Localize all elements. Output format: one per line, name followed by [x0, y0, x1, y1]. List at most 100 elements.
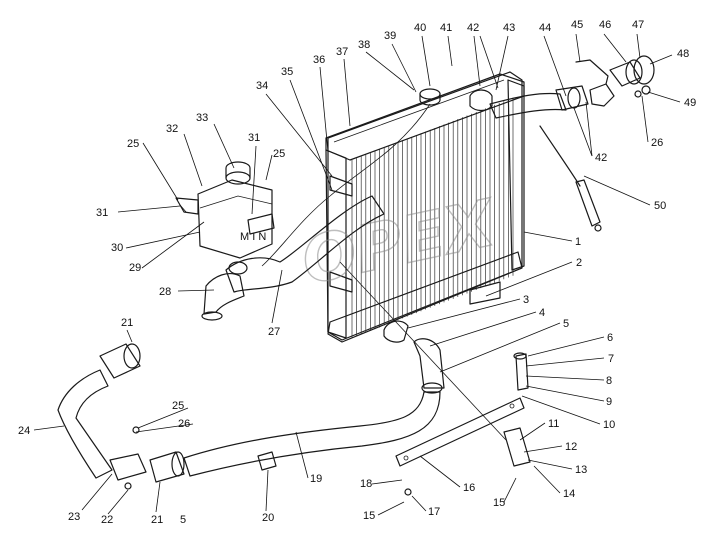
callout-36: 36 [313, 54, 325, 66]
callout-46: 46 [599, 19, 611, 31]
leader-line [419, 455, 461, 488]
callout-12: 12 [565, 441, 577, 453]
callout-4: 4 [539, 307, 545, 319]
leader-line [439, 322, 561, 373]
leader-line [81, 473, 113, 511]
leader-line [295, 431, 309, 479]
callout-38: 38 [358, 39, 370, 51]
leader-line [117, 205, 181, 213]
leader-line [407, 298, 521, 329]
callout-7: 7 [608, 353, 614, 365]
callout-15: 15 [493, 497, 505, 509]
leader-line [533, 465, 561, 494]
callout-45: 45 [571, 19, 583, 31]
leader-line [421, 35, 431, 87]
leader-line [525, 357, 605, 367]
callout-18: 18 [360, 478, 372, 490]
leader-line [479, 35, 499, 89]
callout-25: 25 [273, 148, 285, 160]
callout-15: 15 [363, 510, 375, 522]
callout-33: 33 [196, 112, 208, 124]
leader-line [649, 54, 673, 65]
callout-26: 26 [651, 137, 663, 149]
callout-11: 11 [548, 418, 559, 430]
leader-line [177, 289, 215, 292]
callout-30: 30 [111, 242, 123, 254]
leader-line [155, 481, 161, 513]
callout-28: 28 [159, 286, 171, 298]
leader-line [485, 261, 573, 297]
drain-cable [539, 125, 602, 232]
leader-line [135, 423, 194, 433]
leader-line [525, 375, 605, 381]
lower-bracket-and-valve [124, 261, 531, 496]
radiator-assembly [325, 71, 525, 343]
callout-8: 8 [606, 375, 612, 387]
callout-41: 41 [440, 22, 452, 34]
leader-line [495, 35, 509, 91]
leader-line [107, 489, 129, 515]
leader-line [636, 33, 641, 59]
leader-line [447, 35, 453, 67]
overflow-tube [261, 103, 431, 267]
leader-line [647, 91, 681, 103]
callout-22: 22 [101, 514, 113, 526]
callout-37: 37 [336, 46, 348, 58]
leader-line [527, 459, 573, 470]
leader-line [585, 101, 593, 157]
leader-line [521, 395, 601, 425]
callout-3: 3 [523, 294, 529, 306]
callout-6: 6 [607, 332, 613, 344]
callout-32: 32 [166, 123, 178, 135]
leader-line [523, 231, 573, 242]
callout-48: 48 [677, 48, 689, 60]
leader-line [371, 479, 403, 485]
leader-line [319, 66, 329, 153]
callout-40: 40 [414, 22, 426, 34]
callout-43: 43 [503, 22, 515, 34]
callout-14: 14 [563, 488, 575, 500]
leader-line [503, 477, 517, 503]
leader-line [603, 33, 627, 63]
leader-line [183, 133, 203, 187]
callout-5: 5 [180, 514, 186, 526]
radiator-core-fins [351, 97, 514, 338]
leader-line [142, 142, 179, 201]
callout-39: 39 [384, 30, 396, 42]
leader-line [583, 175, 651, 206]
callout-2: 2 [576, 257, 582, 269]
leader-line [271, 269, 283, 324]
leader-line [641, 95, 649, 143]
leader-line [573, 107, 593, 157]
leader-line [473, 35, 481, 87]
leader-line [179, 204, 187, 213]
middle-hose [201, 195, 385, 321]
callout-17: 17 [428, 506, 440, 518]
callout-35: 35 [281, 66, 293, 78]
callout-31: 31 [248, 132, 260, 144]
callout-21: 21 [151, 514, 163, 526]
leader-line [265, 469, 269, 512]
callout-24: 24 [18, 425, 30, 437]
leader-line [343, 58, 351, 127]
lower-hose-assembly [57, 338, 445, 483]
callout-5: 5 [563, 318, 569, 330]
callout-34: 34 [256, 80, 268, 92]
leader-line [519, 422, 546, 441]
callout-42: 42 [467, 22, 479, 34]
leader-line [289, 79, 333, 191]
tank-min-marking: M I N [240, 231, 266, 243]
callout-labels: 1 2 3 4 5 5 6 7 8 9 10 11 12 13 14 15 15… [18, 19, 696, 526]
callout-20: 20 [262, 512, 274, 524]
callout-1: 1 [575, 236, 581, 248]
coolant-reservoir-tank: M I N [175, 161, 275, 259]
upper-hose-assembly [489, 55, 655, 119]
leader-line [137, 407, 189, 429]
callout-16: 16 [463, 482, 475, 494]
leader-line [525, 385, 605, 402]
callout-26: 26 [178, 418, 190, 430]
leader-line [265, 154, 273, 181]
callout-10: 10 [603, 419, 615, 431]
leader-line [33, 425, 65, 431]
